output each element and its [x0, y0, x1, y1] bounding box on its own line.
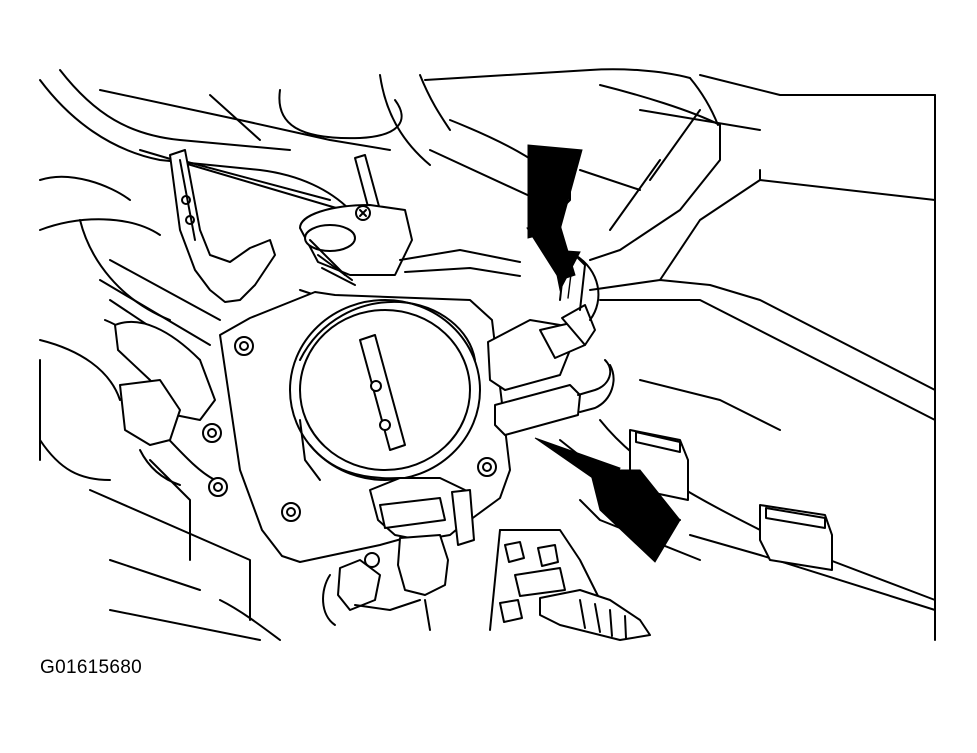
figure-id-label: G01615680 — [40, 657, 143, 678]
mounting-bracket — [169, 149, 276, 303]
throttle-bore — [289, 299, 481, 481]
right-sensors — [487, 254, 615, 436]
vacuum-line — [559, 254, 574, 301]
throttle-linkage — [299, 154, 521, 301]
lower-fasteners — [489, 529, 651, 641]
throttle-position-sensor — [322, 477, 475, 631]
arrow-upper — [526, 144, 583, 292]
arrow-lower — [534, 437, 681, 563]
left-components — [114, 320, 228, 497]
